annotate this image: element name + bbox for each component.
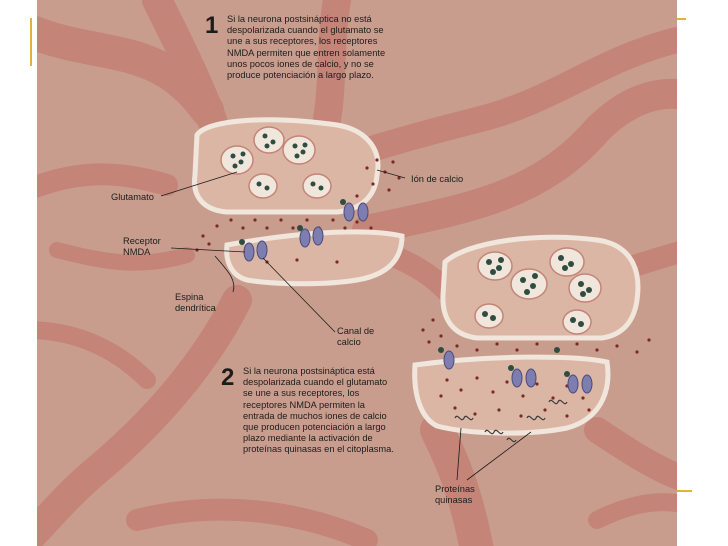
postsynaptic-spine-2 bbox=[412, 354, 611, 436]
label-espina-dendritica: Espina dendrítica bbox=[175, 292, 216, 313]
decorative-accent-line-right bbox=[672, 18, 686, 20]
step-2-text: Si la neurona postsináptica está despola… bbox=[243, 366, 394, 455]
calcium-ions-2 bbox=[421, 318, 651, 418]
label-ion-calcio: Ión de calcio bbox=[411, 174, 464, 184]
synapse-drawing bbox=[37, 0, 677, 546]
step-1-number: 1 bbox=[205, 12, 219, 39]
glutamate-bound-2 bbox=[438, 347, 570, 377]
synapse-illustration: 1 Si la neurona postsináptica no está de… bbox=[37, 0, 677, 546]
glutamate-dots-1 bbox=[230, 133, 324, 191]
postsynaptic-spine-1 bbox=[224, 229, 405, 287]
nmda-receptors-2 bbox=[443, 350, 593, 394]
glutamate-bound-1 bbox=[239, 199, 346, 245]
label-glutamato: Glutamato bbox=[111, 192, 154, 202]
leader-lines bbox=[160, 169, 532, 481]
label-receptor-nmda: Receptor NMDA bbox=[123, 236, 161, 257]
label-canal-calcio: Canal de calcio bbox=[337, 326, 375, 347]
decorative-accent-line-left bbox=[30, 18, 32, 66]
step-1-text: Si la neurona postsináptica no está desp… bbox=[227, 14, 386, 81]
protein-kinases bbox=[454, 399, 568, 443]
decorative-accent-line-bottom bbox=[672, 490, 692, 492]
nmda-receptors-1 bbox=[243, 202, 369, 262]
step-2-number: 2 bbox=[221, 364, 235, 391]
presynaptic-terminal-1 bbox=[191, 117, 381, 215]
glutamate-dots-2 bbox=[482, 255, 592, 327]
vesicles-2 bbox=[474, 247, 602, 335]
label-proteinas-quinasas: Proteínas quinasas bbox=[435, 484, 475, 505]
